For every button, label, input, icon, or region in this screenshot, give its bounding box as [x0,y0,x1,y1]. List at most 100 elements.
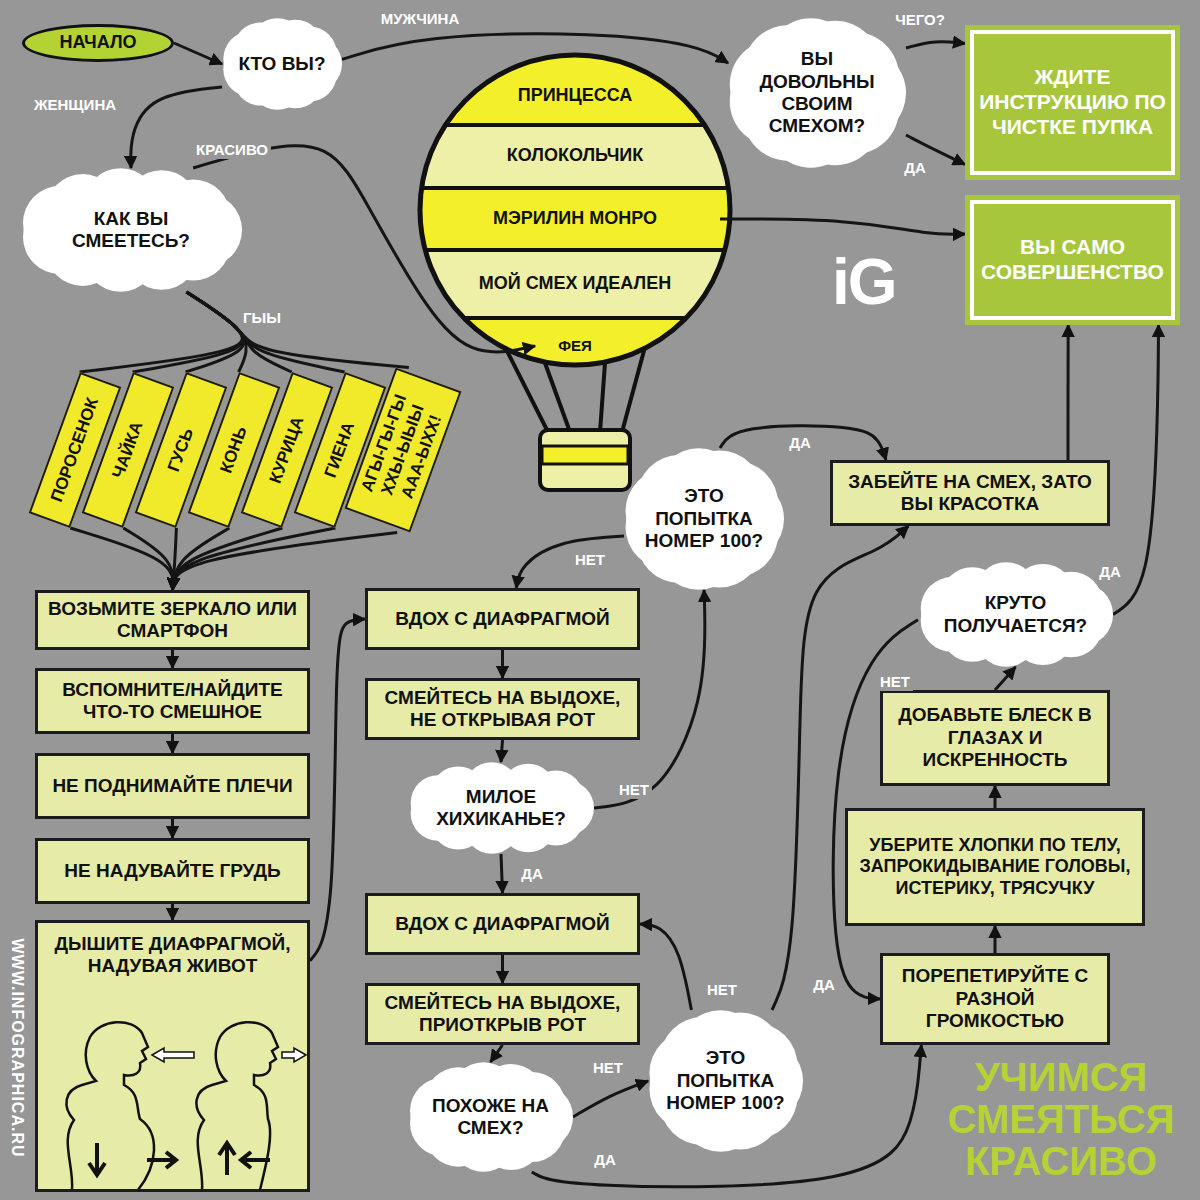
flow-arrow [171,650,174,668]
node-text: ЭТО ПОПЫТКА НОМЕР 100? [640,485,768,552]
step-box: ДЫШИТЕ ДИАФРАГМОЙ, НАДУВАЯ ЖИВОТ [35,920,310,1192]
step-box: ЗАБЕЙТЕ НА СМЕХ, ЗАТО ВЫ КРАСОТКА [830,460,1110,526]
step-box: ВСПОМНИТЕ/НАЙДИТЕ ЧТО-ТО СМЕШНОЕ [35,668,310,734]
question-cloud: КТО ВЫ? [222,18,342,110]
question-cloud: МИЛОЕ ХИХИКАНЬЕ? [408,762,594,854]
flow-arrow [171,819,174,838]
flow-arrow [532,1045,922,1187]
balloon-envelope [420,55,730,365]
balloon-basket [540,430,630,490]
node-text: МИЛОЕ ХИХИКАНЬЕ? [424,786,578,831]
body-outline [66,1022,154,1190]
node-text: МЭРИЛИН МОНРО [493,208,657,229]
flow-arrow [171,904,174,920]
question-cloud: ЭТО ПОПЫТКА НОМЕР 100? [648,1010,803,1152]
node-text: КОЛОКОЛЬЧИК [507,145,644,166]
step-box: НЕ НАДУВАЙТЕ ГРУДЬ [35,838,310,904]
edge-label: НЕТ [572,551,608,569]
question-cloud: КАК ВЫ СМЕЕТЕСЬ? [20,168,242,292]
result-box: ЖДИТЕ ИНСТРУКЦИЮ ПО ЧИСТКЕ ПУПКА [965,25,1180,180]
node-text: ЧАЙКА [108,419,147,481]
belly-out-arrow [147,1152,176,1168]
node-text: НЕ ПОДНИМАЙТЕ ПЛЕЧИ [52,775,292,797]
site-url: WWW.INFOGRAPHICA.RU [9,939,25,1158]
question-cloud: ЭТО ПОПЫТКА НОМЕР 100? [624,448,784,590]
belly-up-arrow [219,1143,235,1175]
node-text: ГУСЬ [164,426,198,475]
balloon-stripe [415,188,735,250]
flow-arrow [193,146,535,352]
belly-in-arrow [241,1152,270,1168]
node-text: ЗАБЕЙТЕ НА СМЕХ, ЗАТО ВЫ КРАСОТКА [841,471,1099,516]
balloon-stripe [415,125,735,188]
edge-label: ДА [810,976,838,994]
balloon-band: ФЕЯ [535,332,615,360]
step-box: ДОБАВЬТЕ БЛЕСК В ГЛАЗАХ И ИСКРЕННОСТЬ [880,690,1110,786]
balloon-stripes [415,50,735,368]
flow-arrow [906,42,965,48]
balloon-stripe [415,50,735,125]
node-text: ЖДИТЕ ИНСТРУКЦИЮ ПО ЧИСТКЕ ПУПКА [979,65,1166,139]
basket-band [542,446,628,464]
flow-arrow [720,426,886,460]
flow-arrow [133,292,243,372]
node-text: ГИЕНА [321,419,360,480]
node-text: НАЧАЛО [59,32,136,53]
flow-arrow [173,528,336,590]
flow-arrow [342,34,728,63]
node-text: ПОРЕПЕТИРУЙТЕ С РАЗНОЙ ГРОМКОСТЬЮ [891,965,1099,1032]
flow-arrow [123,528,173,590]
node-text: СМЕЙТЕСЬ НА ВЫДОХЕ, ПРИОТКРЫВ РОТ [376,992,629,1037]
node-text: ДОБАВЬТЕ БЛЕСК В ГЛАЗАХ И ИСКРЕННОСТЬ [891,704,1099,771]
node-text: НЕ НАДУВАЙТЕ ГРУДЬ [64,860,280,882]
step-box: СМЕЙТЕСЬ НА ВЫДОХЕ, НЕ ОТКРЫВАЯ РОТ [365,678,640,740]
flow-arrow [491,1045,503,1062]
flow-arrow [573,1081,648,1117]
question-cloud: ПОХОЖЕ НА СМЕХ? [408,1062,573,1172]
logo-text: iG [832,250,896,314]
step-box: УБЕРИТЕ ХЛОПКИ ПО ТЕЛУ, ЗАПРОКИДЫВАНИЕ Г… [845,808,1145,926]
edge-label: НЕТ [877,673,913,691]
edge-label: ДА [1096,563,1124,581]
air-arrow [152,1048,194,1062]
edge-label: НЕТ [590,1059,626,1077]
node-text: ПОХОЖЕ НА СМЕХ? [424,1095,557,1140]
node-text: МОЙ СМЕХ ИДЕАЛЕН [479,273,671,294]
flow-arrow [310,619,365,961]
step-box: ВДОХ С ДИАФРАГМОЙ [365,588,640,650]
flow-arrow [501,854,503,893]
belly-down-arrow [89,1143,105,1175]
edge-label: НЕТ [616,781,652,799]
edge-label: ДА [591,1151,619,1169]
edge-label: ГЫЫ [240,309,284,327]
edge-label: КРАСИВО [193,141,271,159]
node-text: ПРИНЦЕССА [518,85,633,106]
step-box: ВДОХ С ДИАФРАГМОЙ [365,893,640,955]
node-text: ВДОХ С ДИАФРАГМОЙ [395,913,609,935]
step-box: НЕ ПОДНИМАЙТЕ ПЛЕЧИ [35,753,310,819]
node-text: ЭТО ПОПЫТКА НОМЕР 100? [664,1047,787,1114]
flow-arrow [171,734,174,753]
node-text: КРУТО ПОЛУЧАЕТСЯ? [934,592,1097,637]
question-cloud: ВЫ ДОВОЛЬНЫ СВОИМ СМЕХОМ? [728,18,906,168]
breathing-figure [196,1022,306,1190]
node-text: КОНЬ [216,424,251,476]
node-text: КТО ВЫ? [238,53,325,75]
body-outline [196,1022,278,1190]
node-text: ВЫ САМО СОВЕРШЕНСТВО [979,235,1166,285]
flow-arrow [640,924,691,1010]
node-text: ВСПОМНИТЕ/НАЙДИТЕ ЧТО-ТО СМЕШНОЕ [46,679,299,724]
edge-label: ЖЕНЩИНА [31,96,119,114]
flow-arrow [173,528,283,590]
flow-arrow [994,926,997,953]
flow-arrow [173,532,398,590]
node-text: КУРИЦА [266,414,309,486]
node-text: КАК ВЫ СМЕЕТЕСЬ? [36,208,226,253]
flow-arrow [1067,325,1070,460]
flow-arrow [187,292,247,372]
node-text: УБЕРИТЕ ХЛОПКИ ПО ТЕЛУ, ЗАПРОКИДЫВАНИЕ Г… [856,835,1134,899]
flow-arrow [187,292,345,372]
result-box: ВЫ САМО СОВЕРШЕНСТВО [965,195,1180,325]
balloon-seam [415,125,735,318]
